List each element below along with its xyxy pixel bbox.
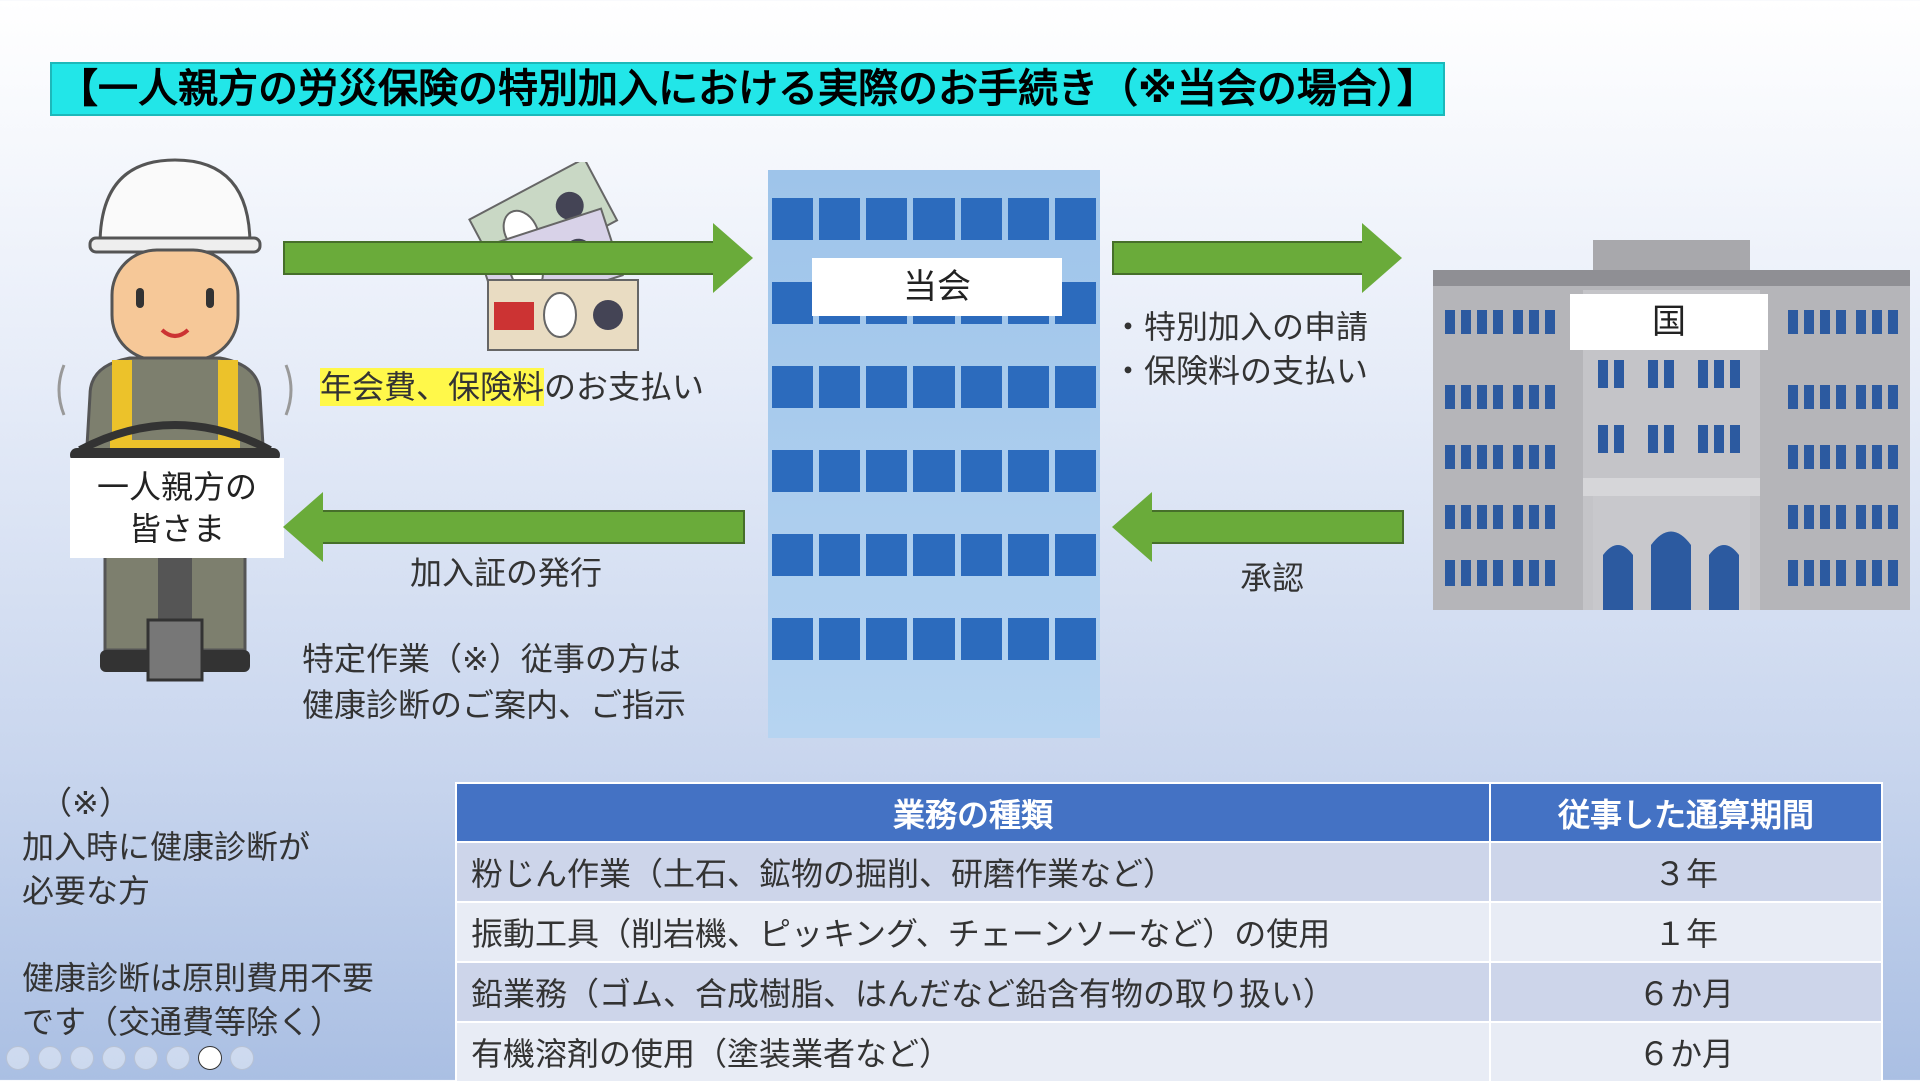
company-building (768, 170, 1100, 738)
pen-icon[interactable] (70, 1046, 94, 1070)
government-label: 国 (1570, 294, 1768, 350)
zoom-icon[interactable] (134, 1046, 158, 1070)
certificate-label: 加入証の発行 (410, 554, 603, 592)
footnote-line1: 加入時に健康診断が (22, 828, 311, 866)
work-type-cell: 振動工具（削岩機、ピッキング、チェーンソーなど）の使用 (455, 901, 1491, 963)
duration-cell: ６か月 (1489, 961, 1883, 1023)
health-cost-line1: 健康診断は原則費用不要 (22, 959, 375, 997)
payment-label: 年会費、保険料のお支払い (320, 362, 704, 408)
work-type-cell: 粉じん作業（土石、鉱物の掘削、研磨作業など） (455, 841, 1491, 903)
footnote-line2: 必要な方 (22, 872, 151, 910)
table-row: 有機溶剤の使用（塗装業者など） ６か月 (455, 1021, 1883, 1083)
government-building (1433, 240, 1910, 610)
slide-title: 【一人親方の労災保険の特別加入における実際のお手続き（※当会の場合）】 (50, 62, 1445, 116)
work-type-cell: 有機溶剤の使用（塗装業者など） (455, 1021, 1491, 1083)
previous-slide-icon[interactable] (6, 1046, 30, 1070)
duration-cell: ３年 (1489, 841, 1883, 903)
header-duration: 従事した通算期間 (1489, 782, 1883, 843)
duration-cell: １年 (1489, 901, 1883, 963)
health-guidance-line2: 健康診断のご案内、ご指示 (302, 686, 687, 724)
more-options-icon[interactable] (230, 1046, 254, 1070)
camera-icon[interactable] (198, 1046, 222, 1070)
subtitles-icon[interactable] (166, 1046, 190, 1070)
table-row: 振動工具（削岩機、ピッキング、チェーンソーなど）の使用 １年 (455, 901, 1883, 963)
table-row: 粉じん作業（土石、鉱物の掘削、研磨作業など） ３年 (455, 841, 1883, 903)
next-slide-icon[interactable] (38, 1046, 62, 1070)
payment-rest: のお支払い (544, 368, 705, 406)
application-label-1: ・特別加入の申請 (1112, 308, 1369, 346)
health-guidance-line1: 特定作業（※）従事の方は (302, 640, 681, 678)
table-header-row: 業務の種類 従事した通算期間 (455, 782, 1883, 843)
footnote-mark: （※） (40, 784, 131, 822)
payment-arrow (283, 223, 753, 293)
presentation-toolbar (6, 1046, 254, 1070)
health-cost-line2: です（交通費等除く） (22, 1003, 343, 1041)
footnote: （※） 加入時に健康診断が 必要な方 (22, 781, 310, 913)
specified-work-table: 業務の種類 従事した通算期間 粉じん作業（土石、鉱物の掘削、研磨作業など） ３年… (455, 782, 1883, 1083)
duration-cell: ６か月 (1489, 1021, 1883, 1083)
worker-label: 一人親方の 皆さま (70, 458, 284, 558)
approval-arrow (1112, 492, 1404, 562)
worker-illustration (57, 158, 293, 682)
table-row: 鉛業務（ゴム、合成樹脂、はんだなど鉛含有物の取り扱い） ６か月 (455, 961, 1883, 1023)
certificate-arrow (283, 492, 745, 562)
health-cost-note: 健康診断は原則費用不要 です（交通費等除く） (22, 956, 374, 1044)
application-arrow (1112, 223, 1402, 293)
application-label-2: ・保険料の支払い (1112, 352, 1369, 390)
payment-highlight: 年会費、保険料 (320, 368, 545, 406)
header-work-type: 業務の種類 (455, 782, 1491, 843)
work-type-cell: 鉛業務（ゴム、合成樹脂、はんだなど鉛含有物の取り扱い） (455, 961, 1491, 1023)
slides-overview-icon[interactable] (102, 1046, 126, 1070)
company-label: 当会 (812, 258, 1062, 316)
approval-label: 承認 (1240, 559, 1305, 597)
